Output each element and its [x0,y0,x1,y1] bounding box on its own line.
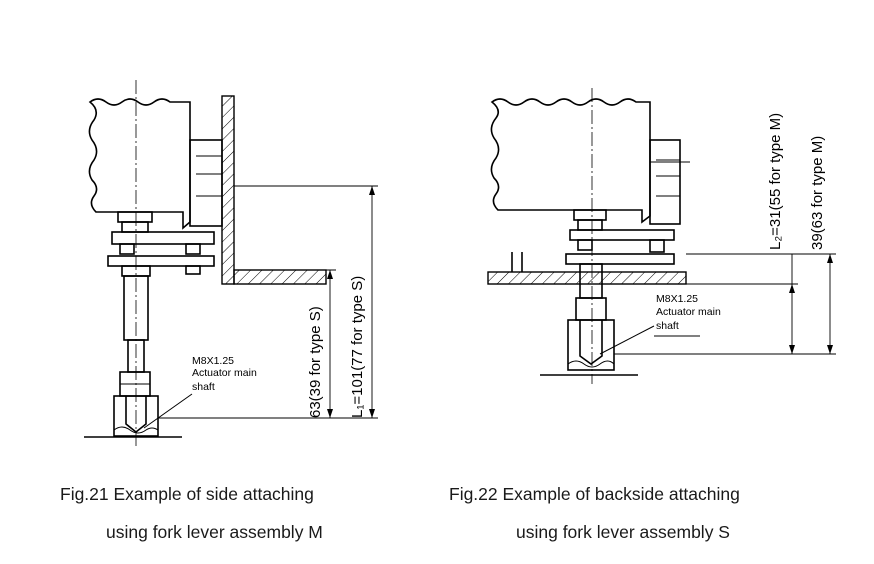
fig22-caption-line2: using fork lever assembly S [516,522,730,542]
fig22-side-block [649,139,681,225]
fig22-thread-label: M8X1.25 [656,293,698,305]
fig22-base-plate [487,271,687,285]
fig21-part-label-1: Actuator main [192,367,257,379]
fig21-drawing: L₁=101(77 for type S) 63(39 for type S) … [84,80,378,446]
fig22-coupling [573,209,607,221]
fig21-caption-line1: Fig.21 Example of side attaching [60,484,314,504]
fig22-drawing: L₂=31(55 for type M) 39(63 for type M) M… [487,88,836,384]
fig22-main-shaft [567,319,615,371]
fig22-part-label-2: shaft [656,320,679,332]
fig21-actuator-body [88,98,191,230]
fig21-fork-plate-lower [107,255,215,267]
fig21-part-label-2: shaft [192,381,215,393]
fig21-dim-outer-text: L₁=101(77 for type S) [349,276,366,418]
fig21-fork-plate-upper [111,231,215,245]
fig22-part-label-1: Actuator main [656,306,721,318]
fig22-dim-outer-text: 39(63 for type M) [809,136,826,250]
fig21-coupling [117,211,153,223]
fig21-caption-line2: using fork lever assembly M [106,522,323,542]
fig22-leader-line [599,325,655,355]
fig21-bracket-block [189,139,223,227]
fig21-mounting-plate [221,95,235,285]
fig21-leader-line [143,393,193,429]
fig22-fork-plate-lower [565,253,675,265]
fig22-actuator-body [490,98,651,224]
fig22-caption-line1: Fig.22 Example of backside attaching [449,484,740,504]
fig21-thread-label: M8X1.25 [192,355,234,367]
fig22-nut [575,297,607,321]
fig21-dim-inner-text: 63(39 for type S) [307,306,324,418]
fig22-dim-inner-text: L₂=31(55 for type M) [767,113,784,250]
fig22-fork-plate-upper [569,229,675,241]
fig21-mounting-foot [233,269,327,285]
